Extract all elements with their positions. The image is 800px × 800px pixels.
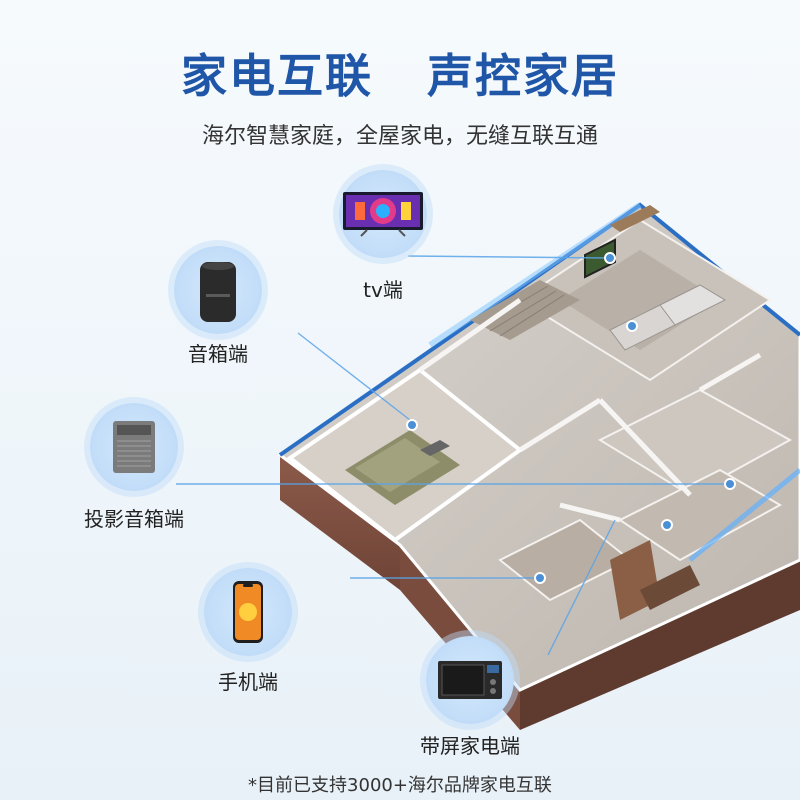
page-subtitle: 海尔智慧家庭，全屋家电，无缝互联互通	[201, 124, 598, 149]
device-label-phone: 手机端	[218, 670, 278, 694]
device-label-projector: 投影音箱端	[84, 507, 184, 531]
device-label-tv: tv端	[363, 278, 403, 302]
phone-icon	[233, 581, 263, 643]
microwave-icon	[438, 661, 502, 699]
footnote: *目前已支持3000+海尔品牌家电互联	[248, 775, 552, 796]
device-label-speaker: 音箱端	[188, 342, 248, 366]
page-title: 家电互联 声控家居	[180, 49, 620, 103]
smart-speaker-icon	[200, 262, 236, 322]
device-label-microwave: 带屏家电端	[420, 734, 520, 758]
tv-icon	[343, 192, 423, 237]
projector-speaker-icon	[113, 421, 155, 473]
